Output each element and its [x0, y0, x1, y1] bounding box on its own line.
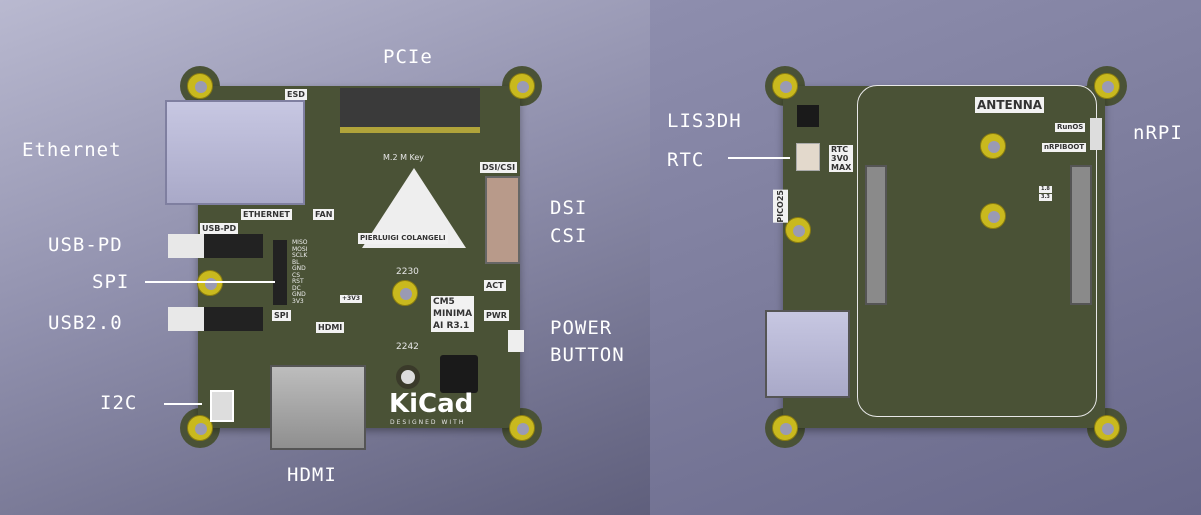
callout-line-spi	[145, 281, 275, 283]
silk-2230: 2230	[396, 267, 419, 277]
lis3dh-chip	[797, 105, 819, 127]
silk-dsi-csi: DSI/CSI	[480, 162, 518, 173]
usb2-port	[168, 307, 263, 331]
silk-1v8: 1.8	[1039, 186, 1052, 193]
silk-2242: 2242	[396, 342, 419, 352]
silk-runos: RunOS	[1055, 123, 1086, 132]
silk-author: PIERLUIGI COLANGELI	[358, 233, 448, 244]
callout-dsi: DSI	[550, 197, 588, 219]
m2-connector	[340, 88, 480, 133]
silk-antenna: ANTENNA	[975, 97, 1045, 113]
callout-spi: SPI	[92, 271, 130, 293]
chip	[440, 355, 478, 393]
silk-spi: SPI	[272, 310, 291, 321]
callout-line-i2c	[164, 403, 202, 405]
silk-3v3: +3V3	[340, 295, 363, 303]
silk-fan: FAN	[313, 209, 335, 220]
power-button	[508, 330, 524, 352]
callout-button: BUTTON	[550, 344, 625, 366]
silk-usb-pd: USB-PD	[200, 223, 239, 234]
callout-usb-pd: USB-PD	[48, 234, 123, 256]
rtc-battery-connector	[796, 143, 820, 171]
usb-pd-port	[168, 234, 263, 258]
callout-rtc: RTC	[667, 149, 705, 171]
silk-act: ACT	[484, 280, 506, 291]
callout-hdmi: HDMI	[287, 464, 337, 486]
silk-designed-with: DESIGNED WITH	[390, 419, 466, 426]
silk-esd: ESD	[285, 89, 307, 100]
silk-3v3-back: 3.3	[1039, 194, 1052, 201]
callout-csi: CSI	[550, 225, 588, 247]
silk-nrpiboot: nRPIBOOT	[1042, 143, 1087, 152]
callout-nrpi: nRPI	[1133, 122, 1183, 144]
cm5-outline	[857, 85, 1097, 417]
silk-m2: M.2 M Key	[383, 153, 425, 162]
callout-ethernet: Ethernet	[22, 139, 122, 161]
callout-line-rtc	[728, 157, 790, 159]
board-connector-right	[1070, 165, 1092, 305]
ethernet-jack-back	[765, 310, 850, 398]
silk-pico: PICO25	[773, 190, 788, 223]
callout-i2c: I2C	[100, 392, 138, 414]
board-connector-left	[865, 165, 887, 305]
silk-hdmi: HDMI	[316, 322, 345, 333]
callout-power: POWER	[550, 317, 613, 339]
callout-lis3dh: LIS3DH	[667, 110, 742, 132]
nrpiboot-switch	[1090, 118, 1102, 150]
dsi-csi-connector	[485, 176, 520, 264]
spi-header	[273, 240, 287, 305]
i2c-connector	[210, 390, 234, 422]
kicad-logo: KiCad	[389, 389, 474, 419]
silk-pwr: PWR	[484, 310, 509, 321]
silk-ethernet: ETHERNET	[241, 209, 292, 220]
callout-pcie: PCIe	[383, 46, 433, 68]
ethernet-jack	[165, 100, 305, 205]
callout-usb2: USB2.0	[48, 312, 123, 334]
hdmi-port	[270, 365, 366, 450]
standoff	[396, 365, 420, 389]
